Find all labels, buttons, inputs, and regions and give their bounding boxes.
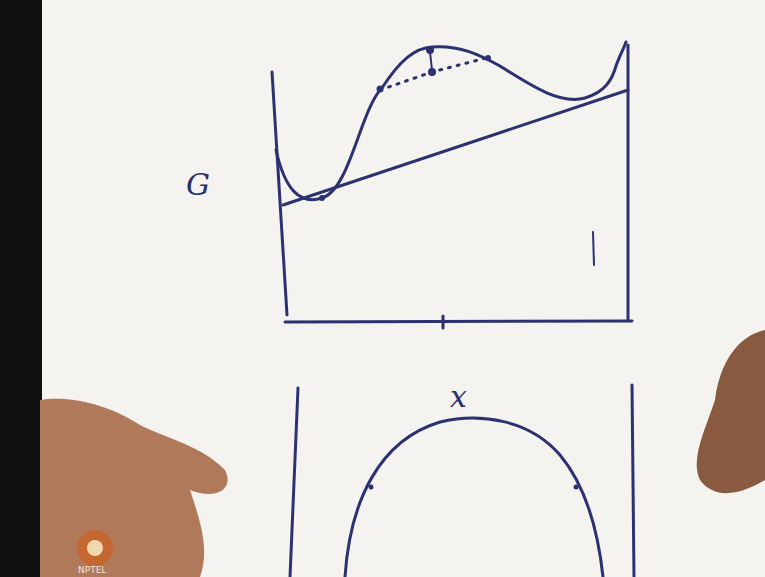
composition-axis [285,321,632,322]
common-tangent [283,90,628,205]
lower-axis-left [290,388,298,577]
free-energy-curve [276,42,626,200]
hand [697,330,765,493]
nptel-logo [87,540,103,556]
dark-edge [0,0,42,577]
chord-drop [430,52,432,70]
axis-label: x [450,382,467,412]
hand [40,399,228,577]
miscibility-dome [345,418,603,577]
dome-point [574,485,579,490]
g-axis-right [627,45,630,320]
nptel-logo [77,530,113,566]
stray-mark [593,232,594,265]
watermark: NPTEL [78,566,106,575]
curve-point [485,55,491,61]
axis-label: G [186,170,210,200]
g-axis-left [272,72,287,315]
curve-point [377,86,384,93]
tangent-point [319,195,325,201]
curve-point [426,46,434,54]
axis-tick [442,316,445,328]
lower-axis-right [632,385,634,577]
dotted-chord [380,57,490,90]
dome-point [369,485,374,490]
chord-point [428,68,436,76]
